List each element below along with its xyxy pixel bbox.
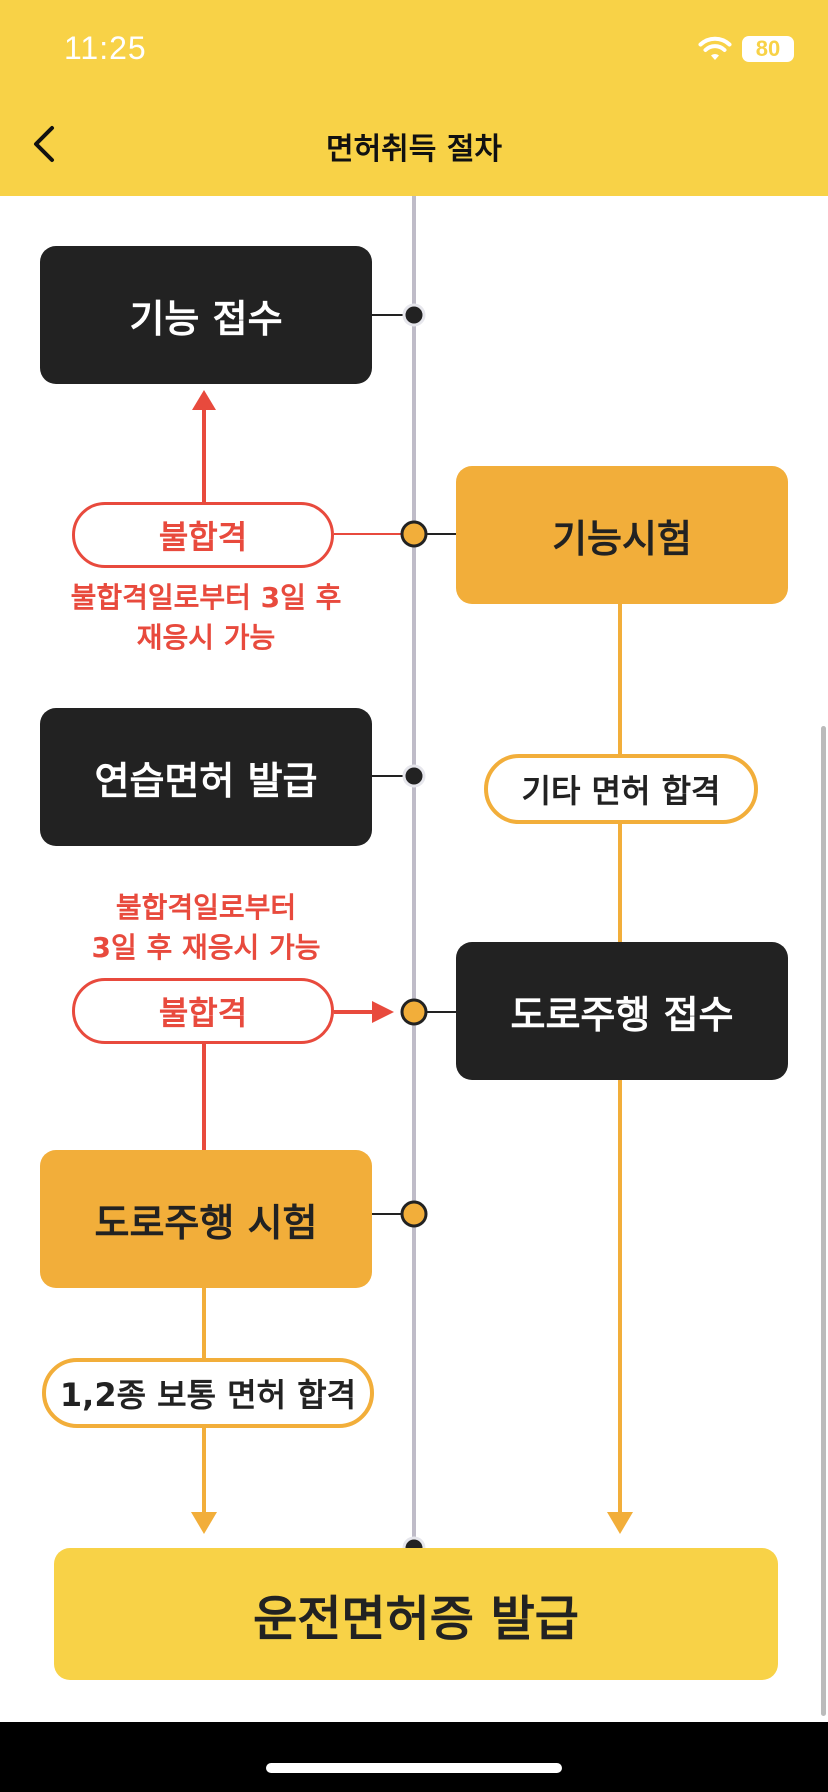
battery-icon: 80 [742, 36, 794, 62]
step-road-apply: 도로주행 접수 [456, 942, 788, 1080]
wifi-icon [698, 36, 732, 60]
retest-note-road: 불합격일로부터 3일 후 재응시 가능 [91, 891, 321, 964]
fail-pill-skill: 불합격 [72, 502, 334, 568]
step-skill-test: 기능시험 [456, 466, 788, 604]
other-license-pass-pill: 기타 면허 합격 [484, 754, 758, 824]
status-icons: 80 [698, 36, 794, 62]
orange-right-arrow-head [607, 1512, 633, 1534]
orange-left-arrow-head [191, 1512, 217, 1534]
procedure-content[interactable]: 기능 접수 기능시험 연습면허 발급 도로주행 접수 도로주행 시험 운전면허증… [0, 196, 828, 1722]
back-chevron-icon[interactable] [28, 122, 60, 166]
step-road-test: 도로주행 시험 [40, 1150, 372, 1288]
red-arrow-right-head [372, 1001, 394, 1023]
node-road-test [400, 1200, 428, 1228]
status-time: 11:25 [64, 30, 147, 66]
page-title: 면허취득 절차 [325, 132, 503, 167]
node-learner [402, 764, 426, 788]
class12-license-pass-pill: 1,2종 보통 면허 합격 [42, 1358, 374, 1428]
step-learner-license: 연습면허 발급 [40, 708, 372, 846]
node-road-apply [400, 998, 428, 1026]
node-skill-test [400, 520, 428, 548]
step-skill-apply: 기능 접수 [40, 246, 372, 384]
retest-note-skill: 불합격일로부터 3일 후 재응시 가능 [70, 581, 342, 654]
fail-pill-road: 불합격 [72, 978, 334, 1044]
home-indicator[interactable] [266, 1763, 562, 1773]
red-arrow-up-head [192, 390, 216, 410]
scrollbar[interactable] [821, 726, 826, 1716]
top-bar: 11:25 80 면허취득 절차 [0, 0, 828, 196]
step-license-issue: 운전면허증 발급 [54, 1548, 778, 1680]
node-skill-apply [402, 303, 426, 327]
